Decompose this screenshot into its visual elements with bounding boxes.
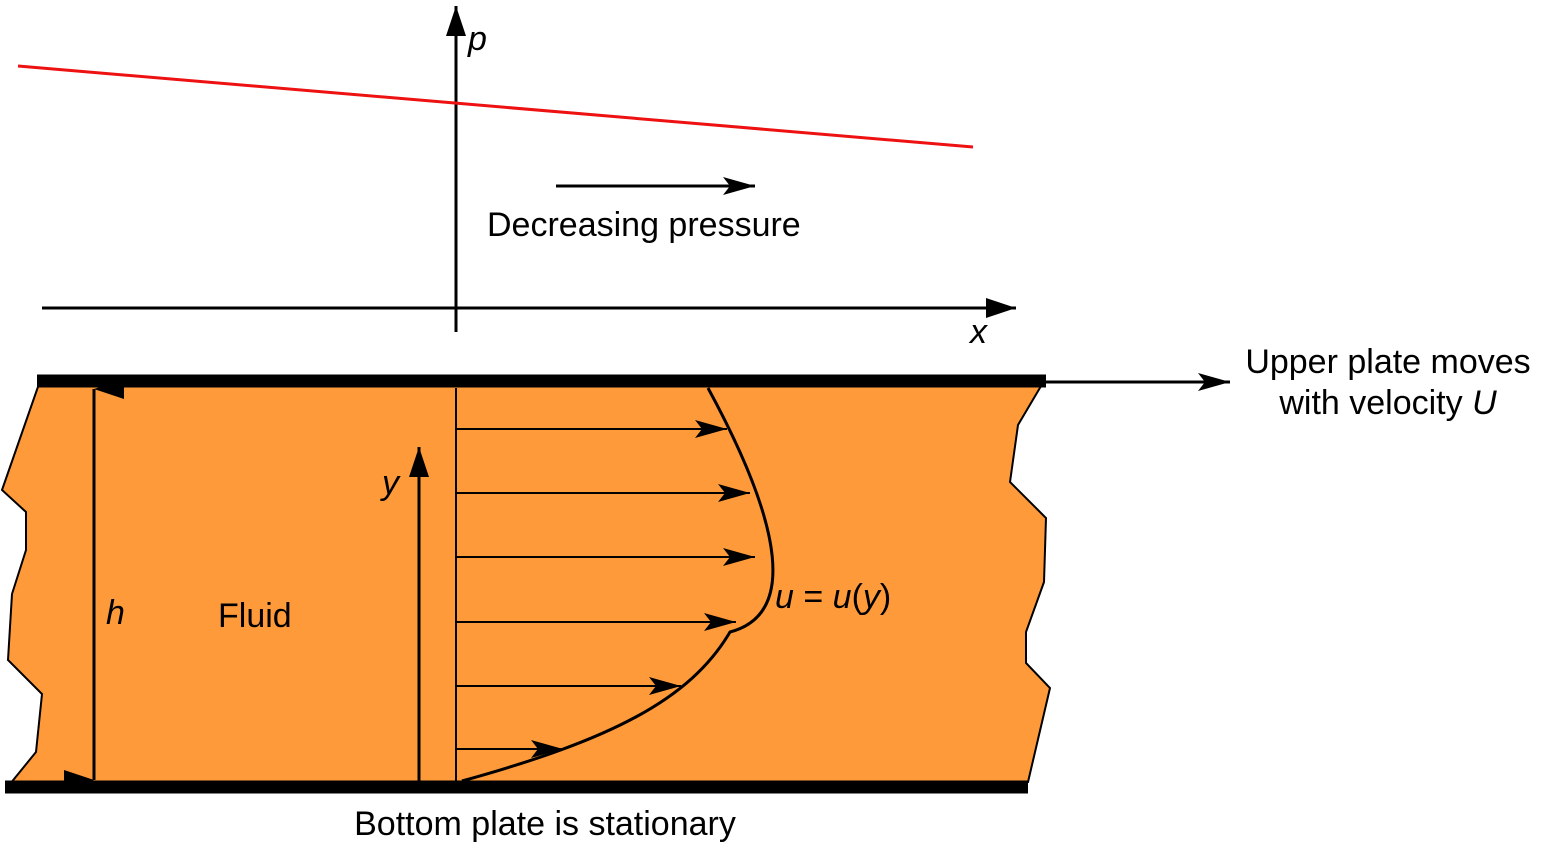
fluid-channel: h Fluid y u = u(y) bbox=[0, 373, 1230, 794]
profile-open: ( bbox=[852, 578, 864, 616]
fluid-region bbox=[0, 380, 1052, 786]
height-label: h bbox=[106, 594, 125, 632]
profile-u: u bbox=[775, 578, 794, 616]
upper-plate-label-line1: Upper plate moves bbox=[1245, 343, 1530, 381]
velocity-vectors bbox=[456, 420, 755, 758]
velocity-profile-label: u = u(y) bbox=[775, 578, 891, 616]
profile-close: ) bbox=[880, 578, 891, 616]
pressure-plot: p x Decreasing pressure bbox=[17, 6, 1016, 351]
pressure-axis-label: p bbox=[467, 20, 487, 58]
upper-plate-label-line2: with velocity U bbox=[1278, 384, 1497, 422]
position-axis-label: x bbox=[968, 313, 988, 351]
upper-plate-label-prefix: with velocity bbox=[1278, 384, 1472, 422]
fluid-label: Fluid bbox=[218, 597, 292, 635]
decreasing-pressure-label: Decreasing pressure bbox=[487, 206, 801, 244]
velocity-profile-curve bbox=[461, 387, 775, 783]
upper-plate-velocity-symbol: U bbox=[1472, 384, 1497, 422]
profile-u2: u bbox=[833, 578, 852, 616]
bottom-plate-label: Bottom plate is stationary bbox=[354, 805, 736, 843]
profile-y: y bbox=[861, 578, 882, 616]
y-axis-label: y bbox=[380, 464, 401, 502]
pressure-gradient-line bbox=[17, 64, 974, 149]
profile-equals: = bbox=[794, 578, 833, 616]
